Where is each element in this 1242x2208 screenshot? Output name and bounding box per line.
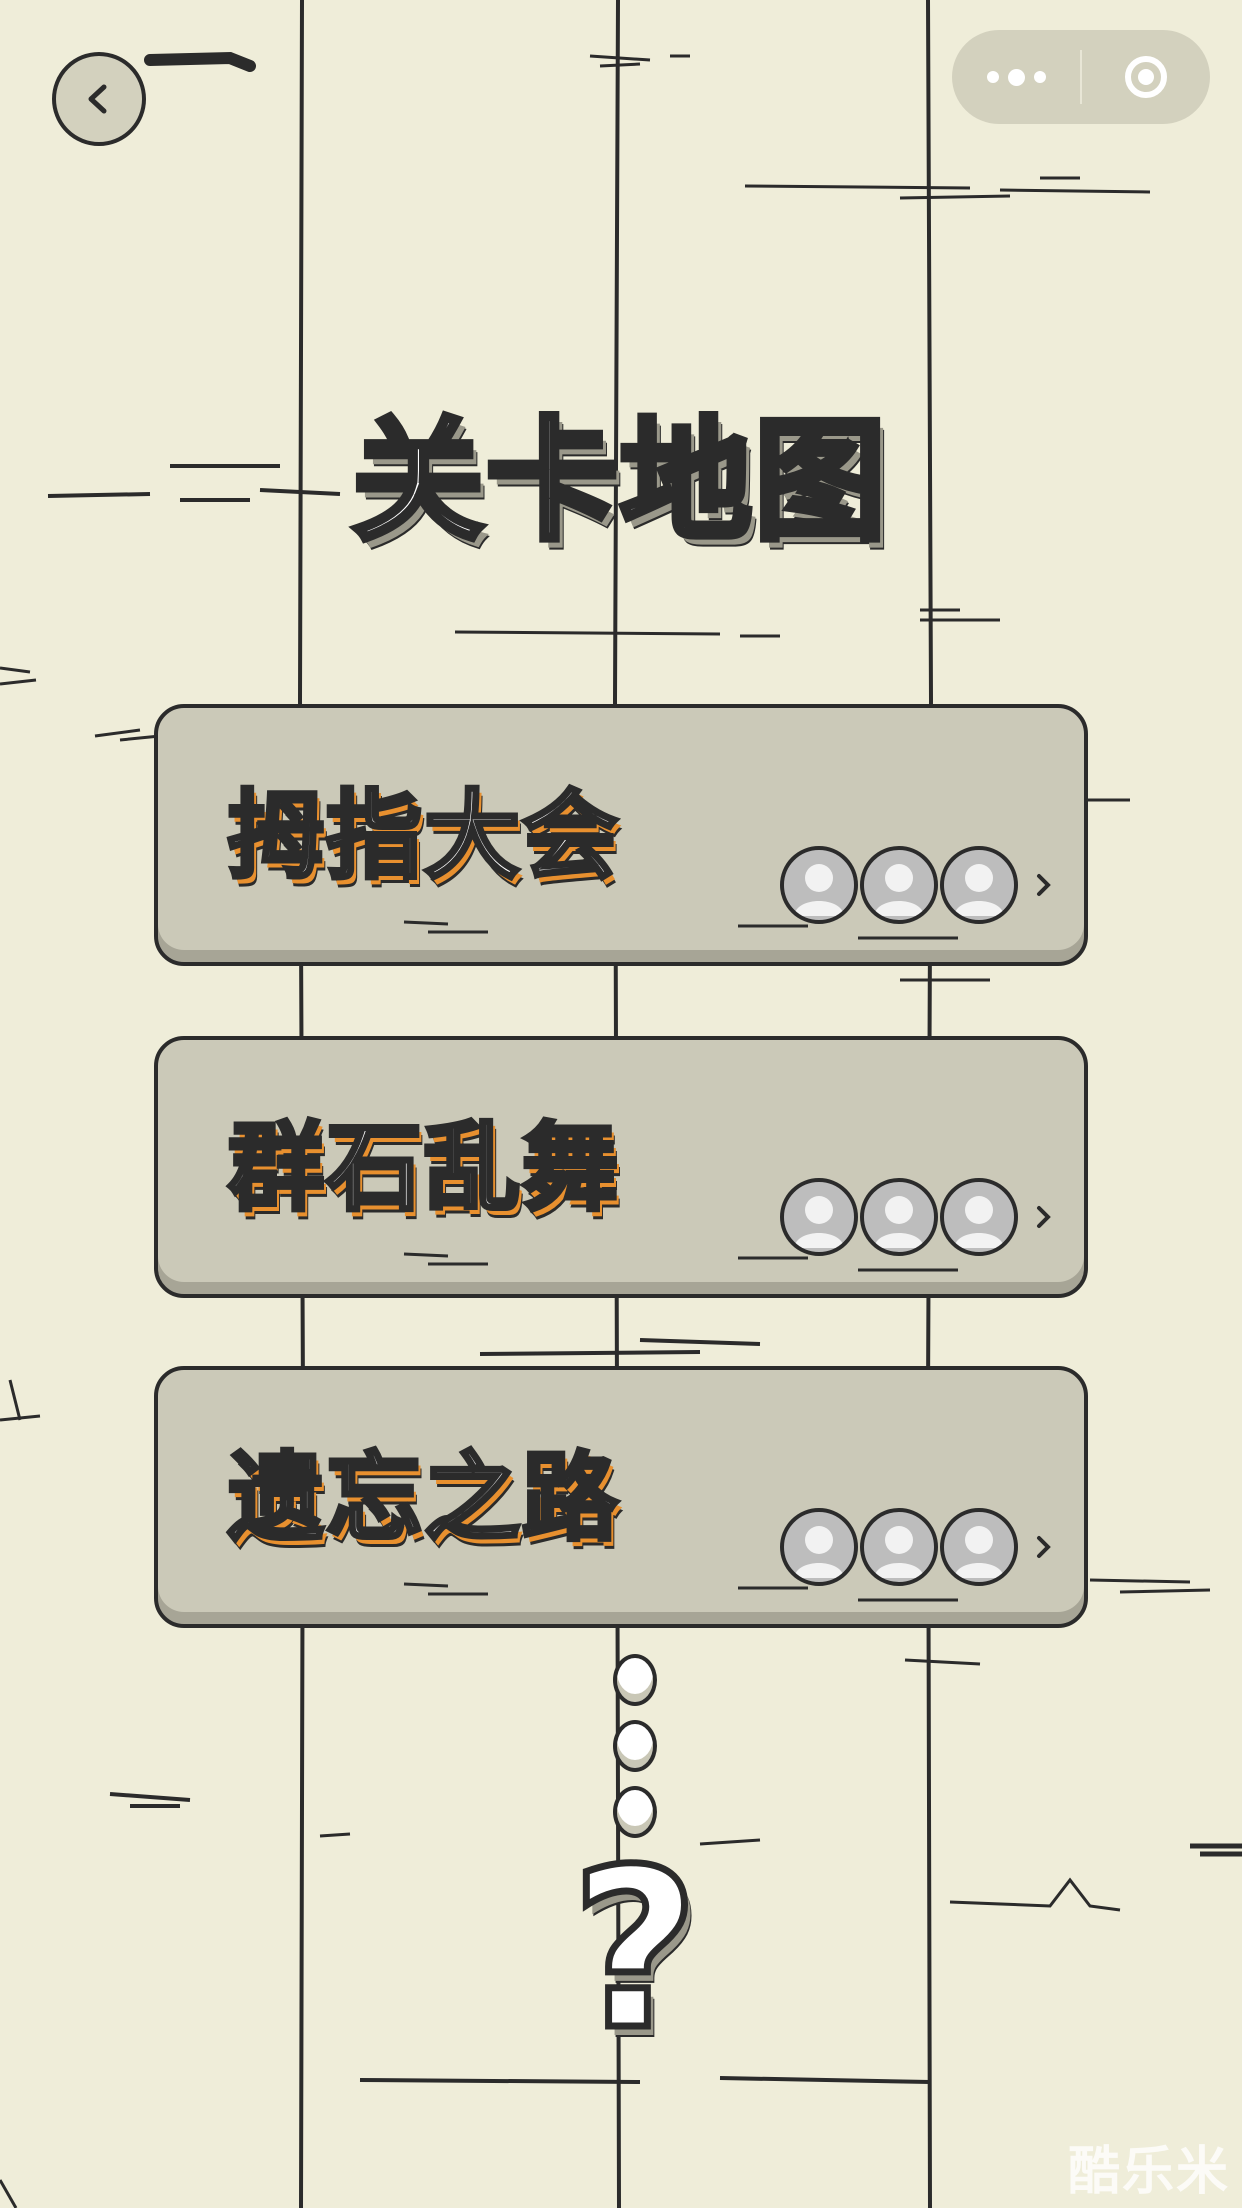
avatar	[780, 846, 858, 924]
close-button[interactable]	[1082, 30, 1210, 124]
card-scribble	[403, 920, 958, 940]
level-card-3[interactable]: 遗忘之路	[154, 1366, 1088, 1628]
chevron-left-icon	[88, 84, 107, 114]
target-circle-icon	[1125, 56, 1167, 98]
level-name: 拇指大会	[226, 778, 620, 894]
chevron-right-icon	[1030, 1197, 1058, 1237]
chevron-right-icon	[1030, 1527, 1058, 1567]
card-scribble	[403, 1582, 958, 1602]
chain-dot	[613, 1786, 657, 1838]
chain-dot	[613, 1720, 657, 1772]
more-dots-icon	[986, 68, 1046, 86]
page-title: 关卡地图	[349, 402, 889, 562]
avatar	[860, 1508, 938, 1586]
level-name: 群石乱舞	[226, 1110, 620, 1226]
avatar	[940, 846, 1018, 924]
chain-dot	[613, 1654, 657, 1706]
avatar	[780, 1508, 858, 1586]
capsule-divider	[1080, 50, 1082, 104]
mini-program-capsule	[952, 30, 1210, 124]
progress-avatars	[780, 1508, 1058, 1586]
avatar	[860, 1178, 938, 1256]
level-name: 遗忘之路	[226, 1440, 620, 1556]
level-card-1[interactable]: 拇指大会	[154, 704, 1088, 966]
avatar	[940, 1508, 1018, 1586]
chevron-right-icon	[1030, 865, 1058, 905]
back-button[interactable]	[52, 52, 146, 146]
watermark: 酷乐米	[1067, 2142, 1230, 2202]
progress-avatars	[780, 1178, 1058, 1256]
locked-level-question: ?	[568, 1822, 703, 2078]
avatar	[940, 1178, 1018, 1256]
more-button[interactable]	[952, 30, 1080, 124]
progress-avatars	[780, 846, 1058, 924]
avatar	[780, 1178, 858, 1256]
avatar	[860, 846, 938, 924]
card-scribble	[403, 1252, 958, 1272]
level-card-2[interactable]: 群石乱舞	[154, 1036, 1088, 1298]
